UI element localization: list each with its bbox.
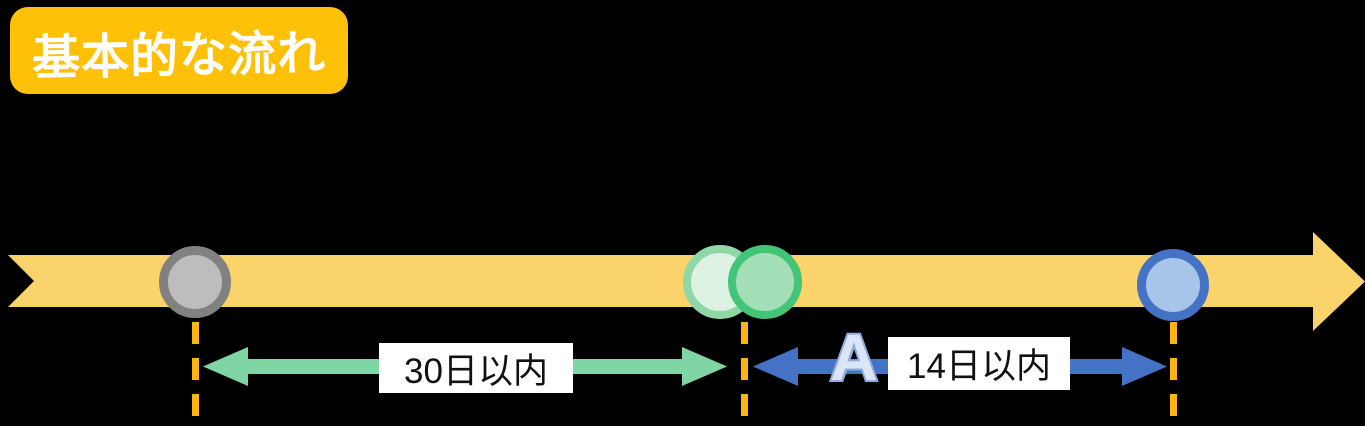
interval-14days-label-box: 14日以内 — [888, 337, 1070, 390]
interval-14days-arrowhead-left-icon — [753, 347, 798, 386]
title-badge: 基本的な流れ — [10, 7, 348, 94]
interval-30days-arrowhead-left-icon — [203, 347, 248, 386]
interval-30days-arrowhead-right-icon — [682, 347, 727, 386]
guide-line-end — [1170, 322, 1177, 417]
guide-line-mid — [741, 322, 748, 417]
timeline-arrowhead-icon — [1313, 232, 1365, 331]
interval-14days-label: 14日以内 — [907, 347, 1051, 386]
page-title: 基本的な流れ — [31, 26, 327, 86]
milestone-mid-primary-circle-icon — [728, 245, 802, 319]
interval-14days-arrowhead-right-icon — [1122, 347, 1167, 386]
guide-line-start — [192, 322, 199, 417]
milestone-start-circle-icon — [159, 246, 231, 318]
letter-a-marker: A — [828, 320, 880, 394]
interval-30days-label-box: 30日以内 — [379, 343, 573, 393]
milestone-end-circle-icon — [1137, 249, 1209, 321]
interval-30days-label: 30日以内 — [404, 351, 548, 391]
